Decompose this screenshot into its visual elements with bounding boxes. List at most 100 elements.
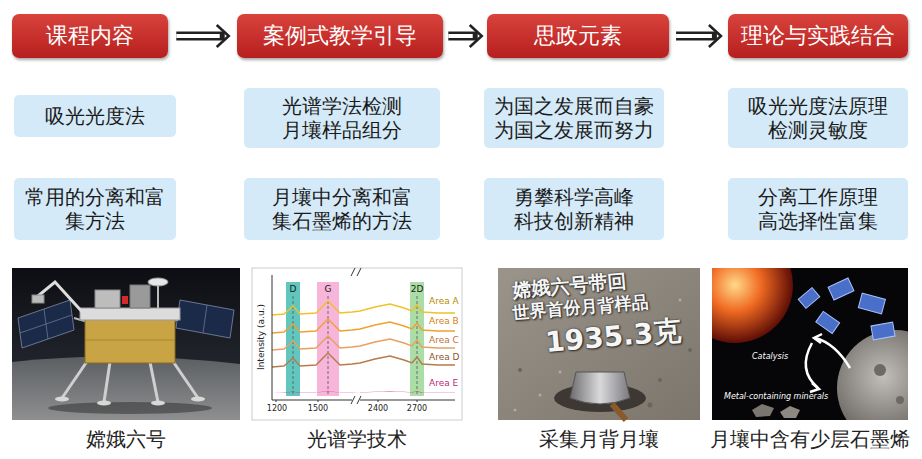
lander-photo-part xyxy=(32,295,44,303)
lander-photo-part xyxy=(172,360,198,398)
spectrum-chart-part xyxy=(417,400,418,402)
lander-photo-part xyxy=(95,290,120,308)
figure-annotation: Metal-containing minerals xyxy=(724,392,828,401)
lander-photo xyxy=(12,268,240,420)
content-box: 为国之发展而自豪 为国之发展而努力 xyxy=(484,88,664,148)
lander-photo-part xyxy=(203,305,207,333)
spectrum-chart-part xyxy=(417,296,418,396)
band-label: 2D xyxy=(411,284,424,294)
content-text: 光谱学法检测 月壤样品组分 xyxy=(280,94,404,142)
tick-label: 2700 xyxy=(407,404,427,413)
tick-label: 1200 xyxy=(267,404,287,413)
lander-photo-part xyxy=(157,286,159,308)
lander-photo-part xyxy=(150,362,158,402)
spectrum-chart-part xyxy=(272,400,352,401)
soil-photo-part xyxy=(559,371,562,374)
lander-photo-part xyxy=(191,397,205,402)
photo-caption: 月壤中含有少层石墨烯 xyxy=(710,428,910,451)
content-text: 吸光光度法 xyxy=(45,104,145,128)
graphene-illustration-part xyxy=(814,334,822,343)
axis-label: Intensity (a.u.) xyxy=(256,304,266,370)
lander-photo-part xyxy=(85,340,175,341)
graphene-illustration-part xyxy=(810,383,819,392)
spectrum-chart-part xyxy=(272,275,273,400)
spectrum-chart-part xyxy=(357,268,361,276)
lander-photo-part xyxy=(12,356,240,420)
graphene-illustration-part xyxy=(712,268,793,343)
series-label: Area B xyxy=(428,316,460,326)
content-box: 月壤中分离和富集石墨烯的方法 xyxy=(244,178,440,240)
graphene-illustration-part xyxy=(798,288,820,309)
graphene-illustration-part xyxy=(896,396,904,404)
lander-photo-part xyxy=(148,278,168,286)
band-label: G xyxy=(325,284,332,294)
arrow-head xyxy=(217,25,229,47)
spectrum-chart-part xyxy=(357,396,361,404)
series-label: Area E xyxy=(428,378,459,388)
photo-caption: 采集月背月壤 xyxy=(539,428,659,451)
arrow-shaft xyxy=(176,32,224,41)
band-label: D xyxy=(290,284,297,294)
spectrum-chart-part xyxy=(252,268,462,420)
soil-photo-part xyxy=(570,372,630,404)
graphene-illustration xyxy=(712,268,908,420)
header-text: 案例式教学引导 xyxy=(263,23,417,49)
double-arrow xyxy=(676,25,721,47)
spectrum-chart-part xyxy=(317,282,339,396)
header-text: 理论与实践结合 xyxy=(741,23,895,49)
photo-caption: 光谱学技术 xyxy=(307,428,407,451)
arrow-head xyxy=(709,25,721,47)
content-text: 分离工作原理 高选择性富集 xyxy=(756,185,880,233)
content-box: 光谱学法检测 月壤样品组分 xyxy=(244,88,440,148)
arrow-shaft-inner xyxy=(676,34,712,38)
lander-photo-part xyxy=(151,401,165,406)
spectrum-chart-part xyxy=(276,400,277,402)
arrow-shaft-inner xyxy=(448,34,472,38)
soil-photo-part xyxy=(648,403,653,408)
content-text: 吸光光度法原理 检测灵敏度 xyxy=(746,94,890,142)
spectrum-chart-part xyxy=(351,396,355,404)
spectrum-chart-part xyxy=(328,296,329,396)
header-box: 课程内容 xyxy=(12,14,168,58)
spectrum-chart xyxy=(252,268,462,420)
header-box: 理论与实践结合 xyxy=(728,14,908,58)
content-box: 吸光光度法 xyxy=(14,95,176,137)
lander-photo-part xyxy=(80,308,180,320)
graphene-illustration-part xyxy=(837,330,908,420)
double-arrow xyxy=(176,25,228,47)
content-box: 分离工作原理 高选择性富集 xyxy=(728,178,908,240)
content-text: 月壤中分离和富集石墨烯的方法 xyxy=(270,185,414,233)
soil-photo-part xyxy=(514,409,517,412)
header-box: 思政元素 xyxy=(487,14,669,58)
graphene-illustration-part xyxy=(780,406,800,418)
lander-photo-part xyxy=(122,296,128,304)
graphene-illustration-part xyxy=(816,311,840,333)
spectrum-chart-part xyxy=(360,400,455,401)
soil-photo-part xyxy=(612,404,626,420)
tick-label: 2400 xyxy=(368,404,388,413)
lander-photo-part xyxy=(176,300,234,338)
graphene-illustration-part xyxy=(828,278,854,300)
content-text: 为国之发展而自豪 为国之发展而努力 xyxy=(492,94,656,142)
lander-photo-part xyxy=(48,402,212,414)
lander-photo-part xyxy=(20,315,72,333)
lander-photo-part xyxy=(12,268,240,420)
soil-photo-part xyxy=(539,394,542,397)
arrow-shaft xyxy=(448,32,477,41)
photo-caption: 嫦娥六号 xyxy=(86,428,166,451)
spectrum-chart-part xyxy=(272,391,455,393)
graphene-illustration-part xyxy=(858,293,885,314)
lander-photo-part xyxy=(130,285,150,308)
arrow-head xyxy=(470,25,482,47)
soil-photo-part xyxy=(658,378,662,382)
arrow-shaft-inner xyxy=(176,34,219,38)
spectrum-chart-part xyxy=(286,282,300,396)
lander-photo-part xyxy=(97,401,111,406)
series-label: Area C xyxy=(428,335,460,345)
spectrum-chart-part xyxy=(351,268,355,276)
content-box: 吸光光度法原理 检测灵敏度 xyxy=(728,88,908,148)
content-box: 勇攀科学高峰 科技创新精神 xyxy=(484,178,664,240)
spectrum-chart-part xyxy=(318,400,319,402)
lander-photo-part xyxy=(62,360,88,398)
header-text: 课程内容 xyxy=(46,23,134,49)
